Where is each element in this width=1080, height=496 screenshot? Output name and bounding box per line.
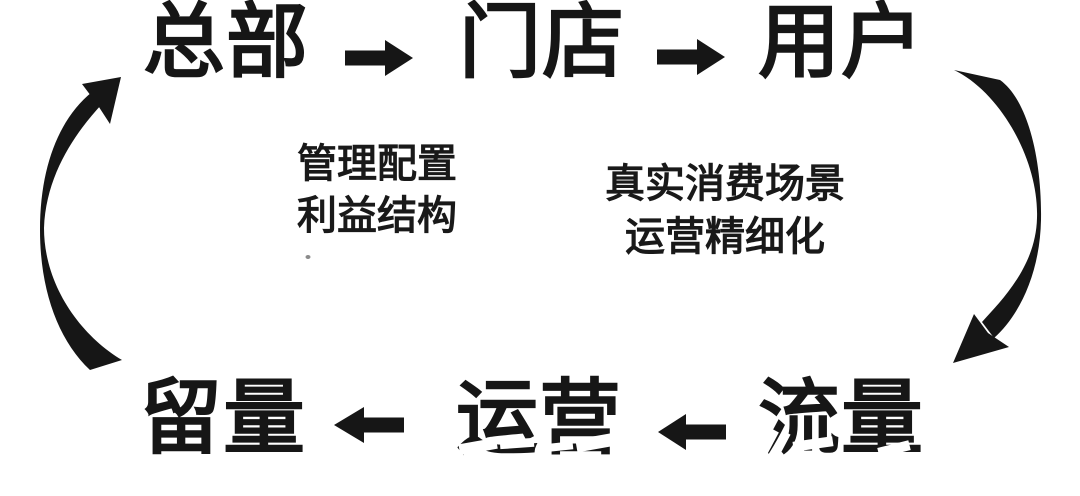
right-arrow-icon-2	[657, 39, 725, 75]
annotation-consumption: 真实消费场景 运营精细化	[595, 158, 855, 264]
right-arrow-icon-1	[345, 40, 413, 76]
annotation-consumption-line1: 真实消费场景	[605, 161, 845, 207]
annotation-management-line1: 管理配置	[297, 141, 457, 187]
node-store: 门店	[459, 0, 626, 90]
left-arrow-icon-2	[658, 414, 726, 450]
node-traffic: 流量	[758, 371, 925, 466]
annotation-consumption-line2: 运营精细化	[625, 214, 825, 260]
stray-dot	[305, 255, 311, 259]
curved-arrow-down-icon	[953, 70, 1042, 363]
left-arrow-icon-1	[334, 407, 404, 443]
node-headquarters: 总部	[143, 0, 310, 90]
node-operation: 运营	[456, 371, 623, 466]
node-user: 用户	[758, 0, 925, 90]
annotation-management: 管理配置 利益结构	[287, 138, 467, 242]
curved-arrow-up-icon	[40, 77, 122, 370]
node-retention: 留量	[140, 371, 307, 466]
annotation-management-line2: 利益结构	[297, 193, 457, 239]
